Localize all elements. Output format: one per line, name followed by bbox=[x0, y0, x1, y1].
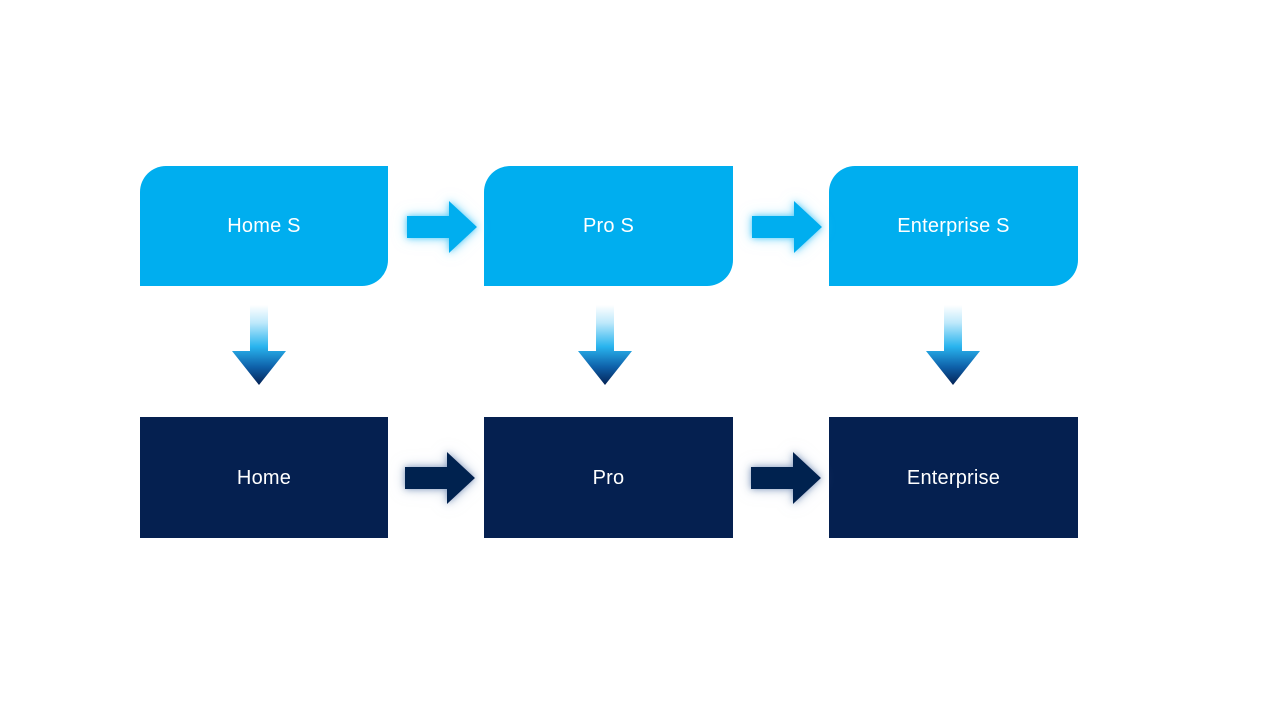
arrow-down-icon bbox=[232, 305, 286, 385]
connector-pro-to-enterprise bbox=[749, 449, 823, 507]
connector-enterprise-s-to-enterprise bbox=[922, 305, 984, 387]
arrow-right-icon bbox=[752, 201, 822, 253]
arrow-down-icon bbox=[578, 305, 632, 385]
node-pro-s[interactable]: Pro S bbox=[484, 166, 733, 286]
node-pro-label: Pro bbox=[592, 466, 625, 489]
node-pro-s-label: Pro S bbox=[582, 215, 635, 237]
node-home-label: Home bbox=[236, 466, 292, 489]
arrow-right-icon bbox=[751, 452, 821, 504]
node-pro[interactable]: Pro bbox=[484, 417, 733, 538]
node-enterprise-s-label: Enterprise S bbox=[897, 215, 1010, 237]
node-enterprise-label: Enterprise bbox=[906, 466, 1001, 489]
arrow-right-icon bbox=[405, 452, 475, 504]
node-home-s[interactable]: Home S bbox=[140, 166, 388, 286]
arrow-right-icon bbox=[407, 201, 477, 253]
node-home[interactable]: Home bbox=[140, 417, 388, 538]
connector-home-s-to-pro-s bbox=[405, 198, 479, 256]
node-home-s-label: Home S bbox=[227, 215, 301, 237]
connector-home-s-to-home bbox=[228, 305, 290, 387]
node-enterprise[interactable]: Enterprise bbox=[829, 417, 1078, 538]
connector-home-to-pro bbox=[403, 449, 477, 507]
arrow-down-icon bbox=[926, 305, 980, 385]
connector-pro-s-to-enterprise-s bbox=[750, 198, 824, 256]
connector-pro-s-to-pro bbox=[574, 305, 636, 387]
node-enterprise-s[interactable]: Enterprise S bbox=[829, 166, 1078, 286]
